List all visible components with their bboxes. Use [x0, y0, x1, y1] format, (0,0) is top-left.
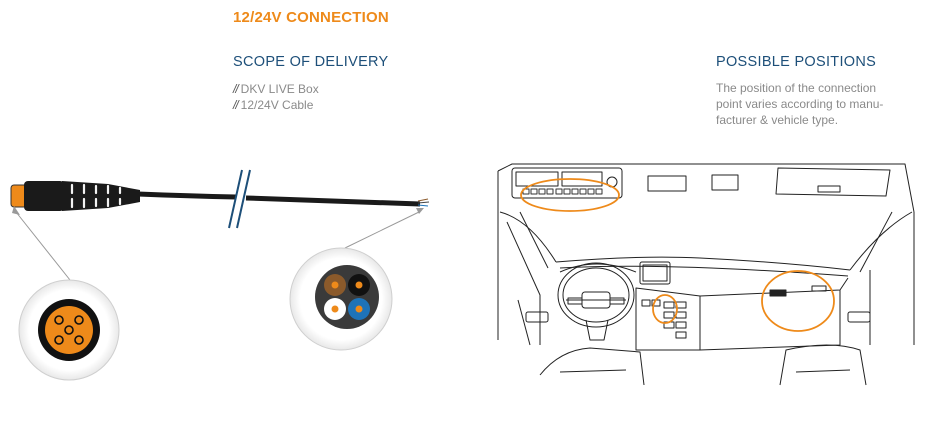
console-highlight-circle: [652, 294, 678, 324]
description-line: point varies according to manu-: [716, 97, 884, 111]
list-item: //DKV LIVE Box: [233, 81, 319, 97]
list-item: //12/24V Cable: [233, 97, 319, 113]
list-prefix: //: [233, 98, 239, 112]
possible-positions-title: POSSIBLE POSITIONS: [716, 54, 877, 70]
page-title: 12/24V CONNECTION: [233, 9, 389, 26]
list-prefix: //: [233, 82, 239, 96]
overhead-highlight-circle: [520, 178, 620, 212]
list-item-label: DKV LIVE Box: [240, 82, 319, 96]
truck-cab-interior-icon: [497, 163, 915, 386]
description-line: facturer & vehicle type.: [716, 113, 839, 127]
scope-of-delivery-title: SCOPE OF DELIVERY: [233, 54, 389, 70]
cable-cross-section-icon: [289, 247, 393, 351]
positions-description: The position of the connection point var…: [716, 80, 916, 128]
connection-point-highlights: [520, 178, 835, 332]
description-line: The position of the connection: [716, 81, 877, 95]
dashboard-highlight-circle: [761, 270, 835, 332]
cable-end-icon: [417, 198, 430, 207]
cable-break-mark: [228, 169, 243, 229]
connector-pin-detail-icon: [18, 279, 120, 381]
scope-list: //DKV LIVE Box //12/24V Cable: [233, 81, 319, 113]
connector-plug-icon: [10, 181, 140, 211]
list-item-label: 12/24V Cable: [240, 98, 314, 112]
cable-illustration: [10, 169, 430, 381]
